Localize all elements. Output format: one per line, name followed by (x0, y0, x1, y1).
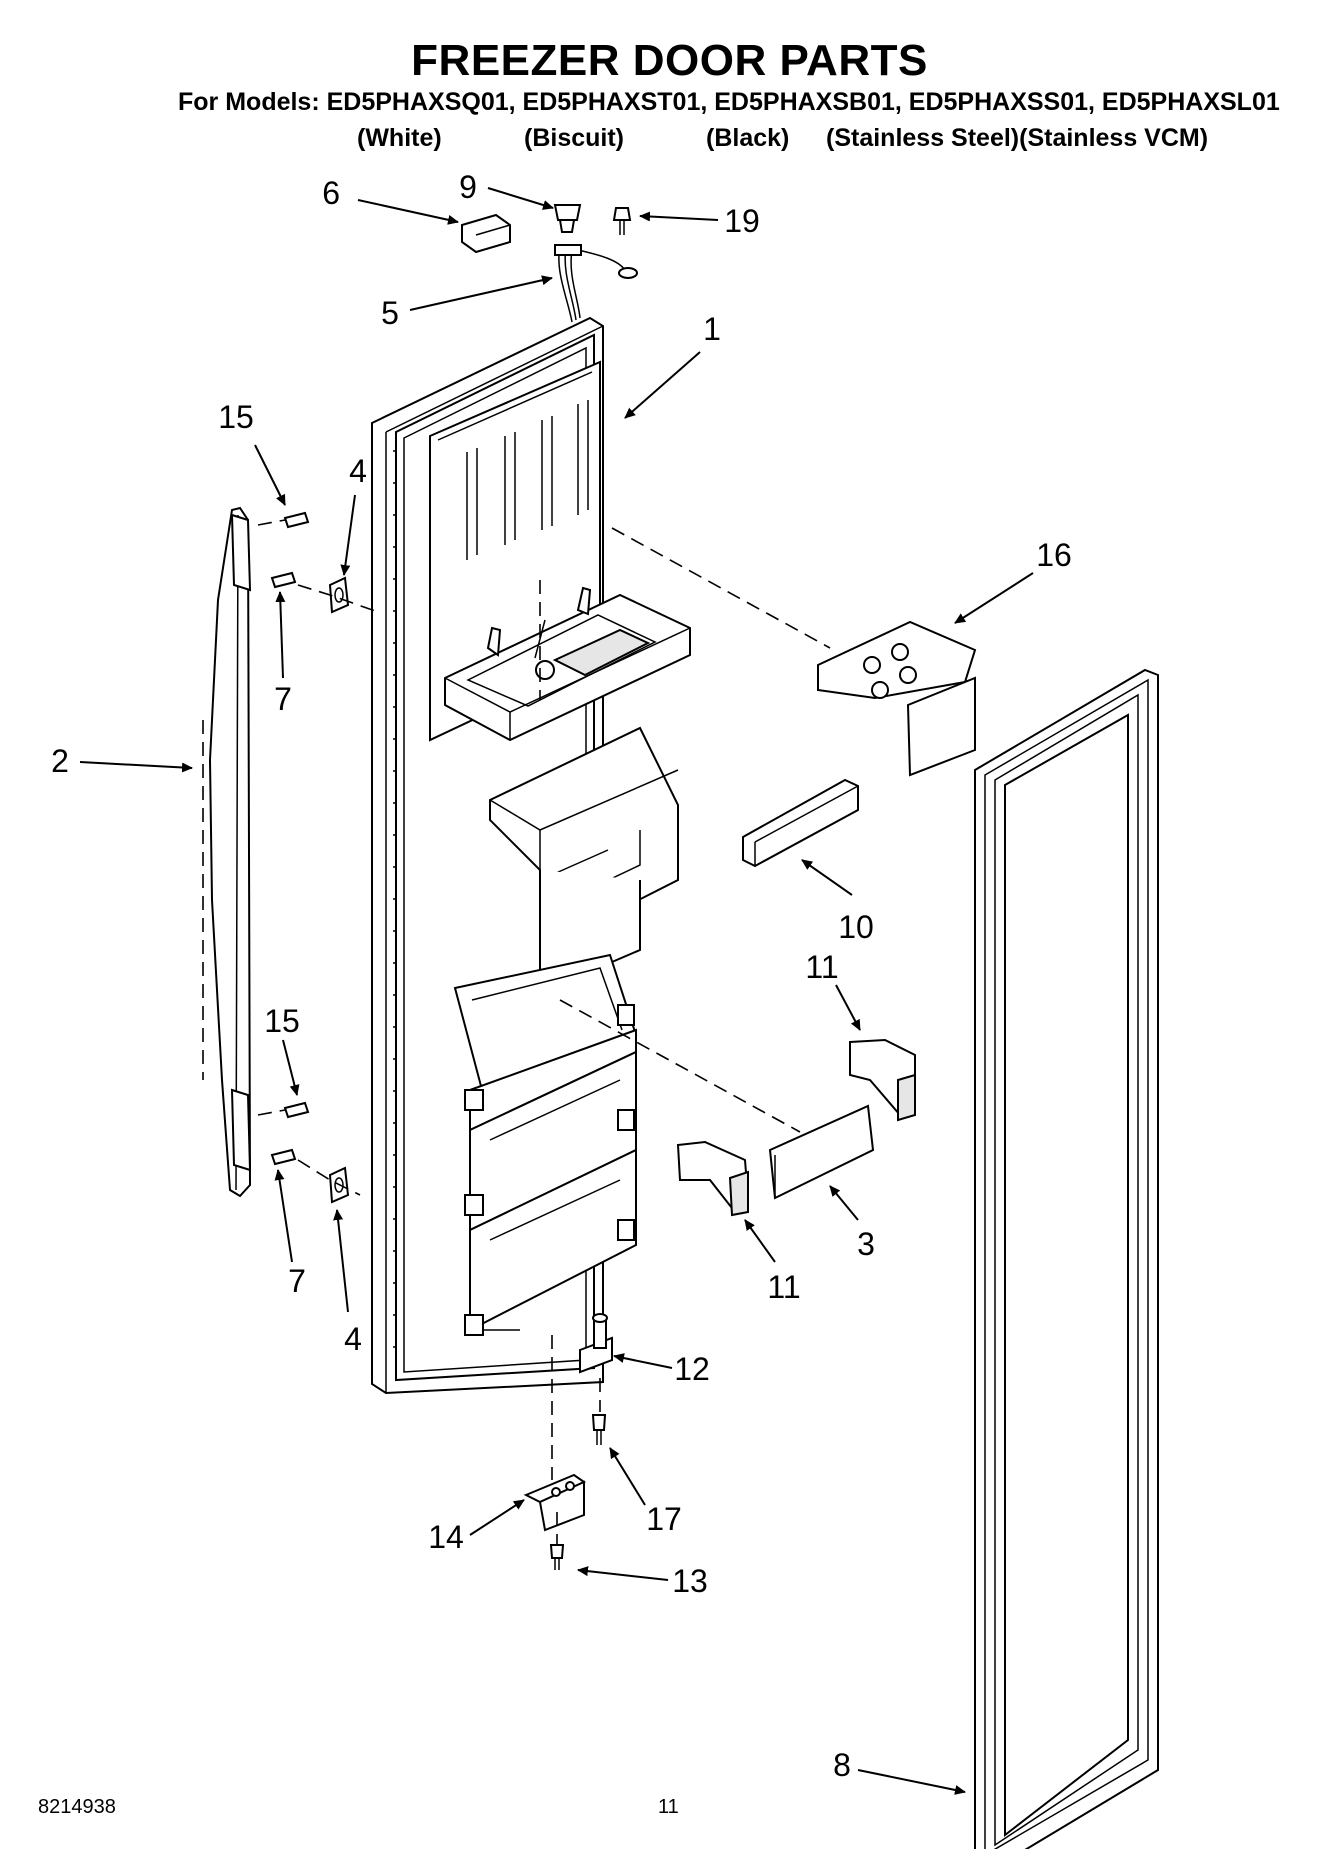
callout-12: 12 (674, 1351, 710, 1387)
assembly-lines (202, 519, 831, 1545)
jumper-part-6 (461, 213, 511, 254)
callout-16: 16 (1036, 537, 1072, 573)
shelf-trim-part-3 (768, 1104, 875, 1200)
callout-15-lower: 15 (264, 1003, 300, 1039)
screw-part-7-upper (270, 571, 297, 589)
shelf-endcap-part-11-upper (849, 1038, 916, 1122)
door-liner-part-1 (371, 316, 691, 1395)
door-handle-part-2 (208, 506, 252, 1198)
screw-part-13 (549, 1544, 565, 1570)
callout-4-upper: 4 (349, 453, 367, 489)
models-line: For Models: ED5PHAXSQ01, ED5PHAXST01, ED… (178, 88, 1280, 116)
callout-7-upper: 7 (274, 681, 292, 717)
callout-8: 8 (833, 1747, 851, 1783)
shelf-endcap-part-11-lower (676, 1140, 750, 1217)
door-gasket-part-8 (974, 668, 1159, 1849)
color-biscuit: (Biscuit) (524, 124, 624, 152)
callout-14: 14 (428, 1519, 464, 1555)
nut-plate-part-4-upper (328, 576, 350, 614)
callout-5: 5 (381, 295, 399, 331)
page-title: FREEZER DOOR PARTS (411, 36, 928, 85)
callout-7-lower: 7 (288, 1263, 306, 1299)
callout-9: 9 (459, 169, 477, 205)
screw-part-19 (612, 207, 632, 235)
leader-arrows (79, 187, 1034, 1795)
callout-11-upper: 11 (805, 949, 838, 985)
callout-1: 1 (703, 311, 721, 347)
screw-part-15-lower (283, 1101, 310, 1119)
callout-6: 6 (322, 175, 340, 211)
wire-harness-part-5 (554, 244, 638, 323)
screw-part-17 (591, 1414, 607, 1445)
color-stainless: (Stainless Steel)(Stainless VCM) (826, 124, 1209, 152)
screw-part-15-upper (283, 511, 310, 529)
callout-15-upper: 15 (218, 399, 254, 435)
callout-4-lower: 4 (344, 1321, 362, 1357)
screw-part-7-lower (270, 1148, 297, 1166)
plug-part-9 (553, 204, 582, 233)
callout-13: 13 (672, 1563, 708, 1599)
callout-10: 10 (838, 909, 874, 945)
page-number: 11 (658, 1796, 679, 1818)
doc-number: 8214938 (38, 1796, 116, 1818)
lower-hinge-part-14 (523, 1473, 587, 1532)
callout-2: 2 (51, 743, 69, 779)
color-black: (Black) (706, 124, 790, 152)
color-white: (White) (357, 124, 442, 152)
callout-17: 17 (646, 1501, 682, 1537)
callout-11-lower: 11 (767, 1269, 800, 1305)
top-hinge-part-16 (817, 620, 977, 777)
callout-3: 3 (857, 1226, 875, 1262)
shelf-rail-part-10 (742, 778, 859, 868)
callout-19: 19 (724, 203, 760, 239)
hinge-pin-part-12 (579, 1313, 613, 1374)
